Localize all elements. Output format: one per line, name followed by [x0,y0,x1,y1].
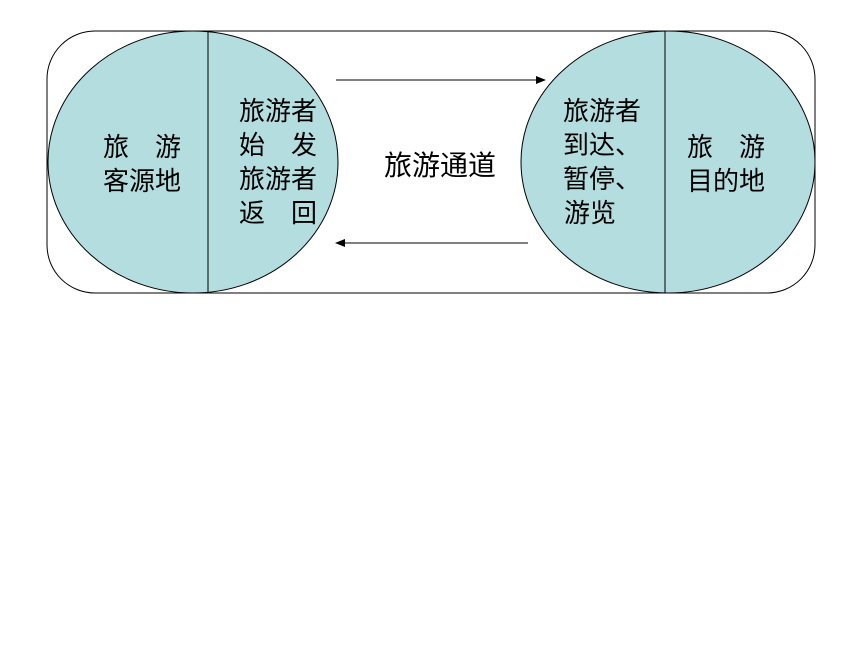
origin-name-line2: 客源地 [103,167,181,197]
destination-region [520,30,816,294]
origin-activity-line1: 旅游者 [239,97,317,127]
origin-region [47,30,339,294]
destination-ellipse [520,30,816,294]
origin-activity-line4: 返 回 [239,199,317,229]
destination-name-line1: 旅 游 [687,133,765,163]
destination-name-line2: 目的地 [687,167,765,197]
origin-activity-line2: 始 发 [239,131,317,161]
destination-activity-line1: 旅游者 [563,97,641,127]
destination-activity-line4: 游览 [564,199,616,229]
origin-name-line1: 旅 游 [103,133,181,163]
origin-ellipse [47,30,339,294]
destination-activity-line3: 暂停、 [563,165,641,195]
destination-activity-line2: 到达、 [563,131,641,161]
origin-activity-line3: 旅游者 [239,165,317,195]
channel-label: 旅游通道 [384,149,496,182]
